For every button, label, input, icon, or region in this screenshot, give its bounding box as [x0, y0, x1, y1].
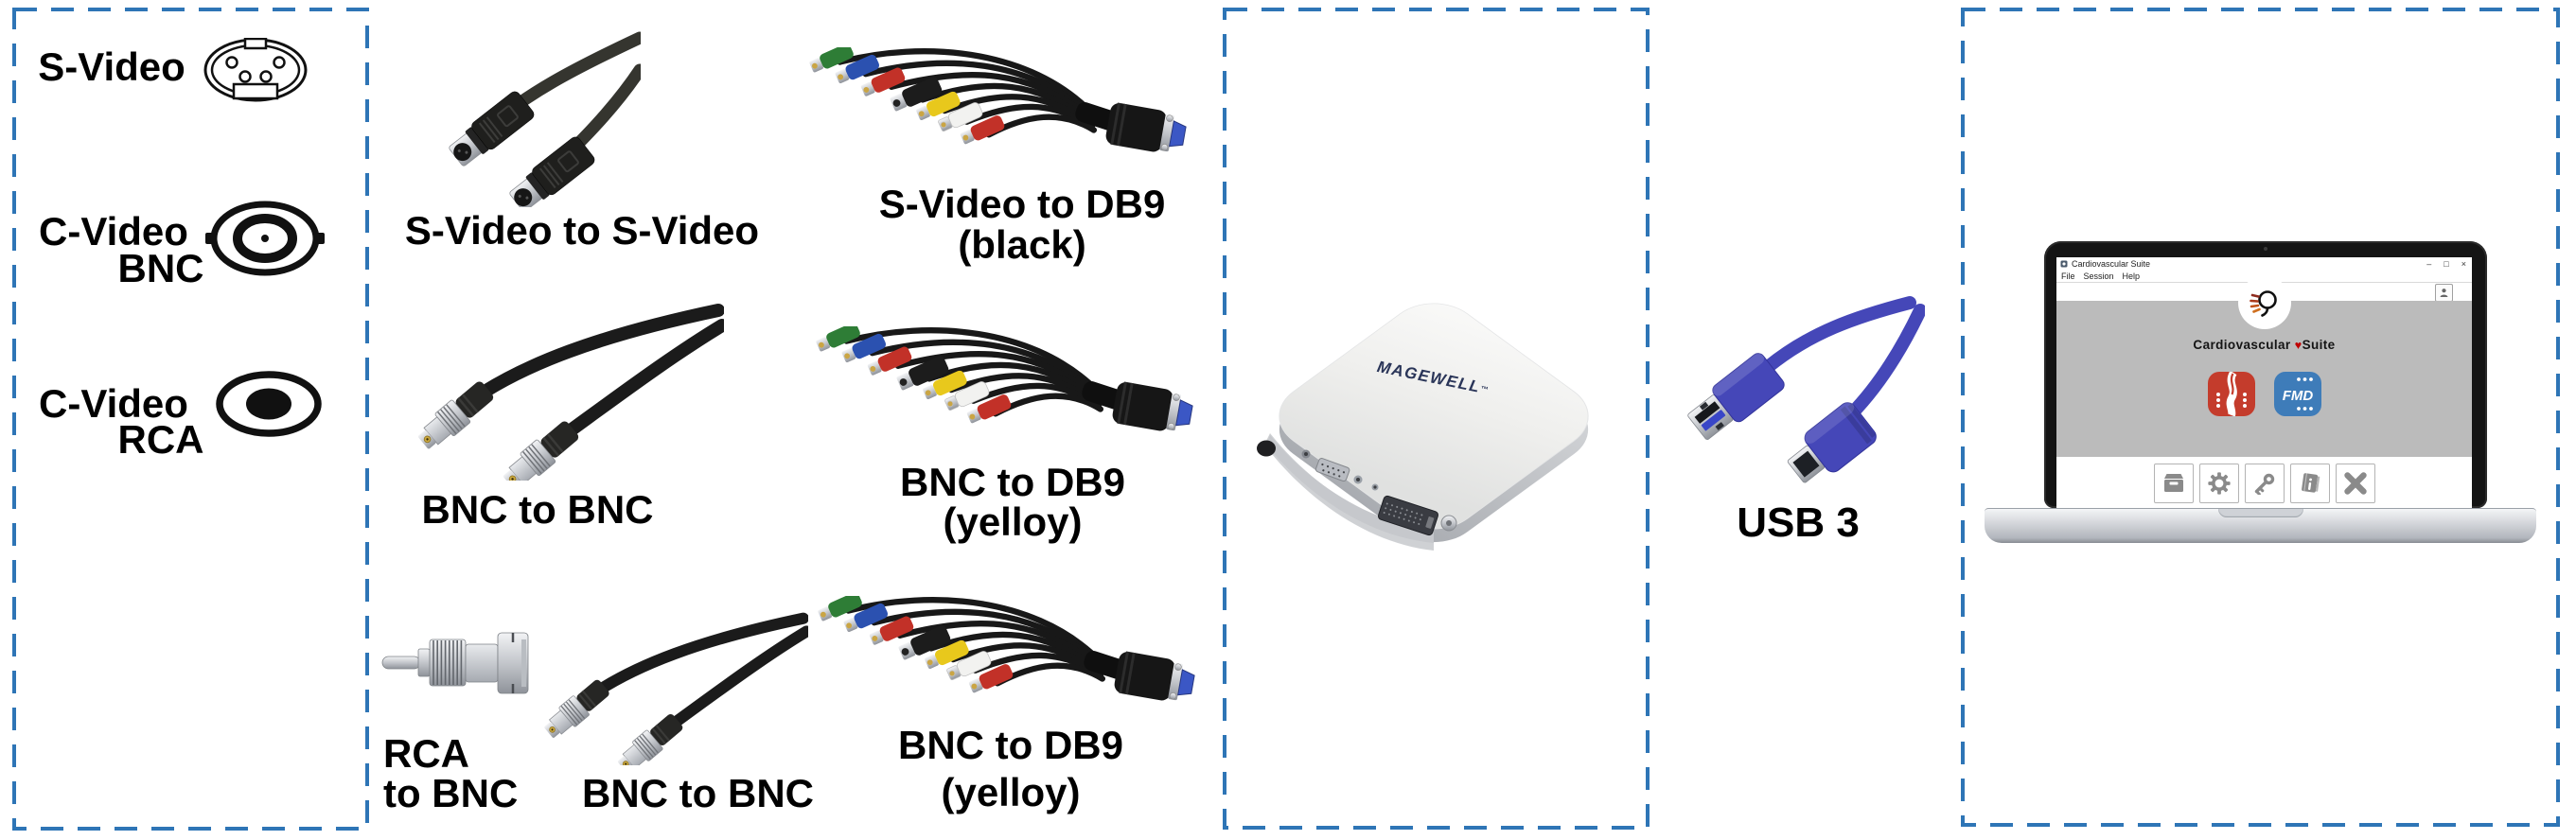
webcam-icon: [2264, 247, 2267, 251]
banner-title-left: Cardiovascular: [2193, 338, 2291, 352]
edid-knob-icon: [1257, 440, 1276, 457]
manual-book-icon: [2301, 473, 2320, 493]
magewell-trademark: ™: [1480, 384, 1490, 394]
license-key-button: [2244, 464, 2285, 503]
legend-label-cvideo-bnc-line2: BNC: [117, 246, 204, 290]
menu-file: File: [2061, 271, 2075, 281]
exit-x-icon: [2343, 472, 2367, 495]
label-bnc-to-db9-bottom-line1: BNC to DB9: [898, 723, 1123, 767]
bnc-to-db9-photo-middle: [795, 326, 1196, 459]
label-bnc-to-db9-middle-line1: BNC to DB9: [900, 460, 1125, 504]
laptop-base-notch: [2217, 509, 2303, 517]
usb3-cable-photo: [1687, 296, 1925, 483]
usb-b-plug: [1787, 402, 1877, 483]
laptop-panel-border: [1961, 8, 2560, 827]
db9-port-icon: [1314, 458, 1350, 482]
label-rca-to-bnc-line1: RCA: [383, 731, 469, 776]
probe-status-button: [2435, 284, 2453, 302]
label-rca-to-bnc-line2: to BNC: [383, 771, 519, 815]
menu-session: Session: [2083, 271, 2114, 281]
menu-help: Help: [2122, 271, 2141, 281]
window-title: Cardiovascular Suite: [2072, 259, 2151, 269]
label-usb3: USB 3: [1737, 499, 1860, 546]
label-bnc-to-db9-bottom-line2: (yelloy): [941, 770, 1081, 814]
archive-button: [2153, 464, 2194, 503]
archive-box-icon: [2163, 474, 2183, 492]
magewell-capture-device-photo: MAGEWELL ™: [1257, 303, 1589, 551]
manual-button: [2289, 464, 2330, 503]
banner-title: Cardiovascular ♥Suite: [2056, 301, 2472, 352]
bnc-to-bnc-photo-bottom: [522, 610, 808, 765]
window-titlebar: Cardiovascular Suite – □ ×: [2056, 257, 2472, 271]
capture-device-panel-border: [1223, 8, 1650, 830]
banner-title-right: Suite: [2302, 338, 2336, 352]
label-svideo-to-svideo: S-Video to S-Video: [404, 208, 760, 253]
rca-to-bnc-adapter-photo: [381, 632, 529, 694]
exit-button: [2335, 464, 2375, 503]
fmd-label: FMD: [2282, 388, 2313, 404]
svideo-to-svideo-photo: [444, 31, 641, 207]
quipu-logo-icon: [2249, 290, 2277, 317]
label-bnc-to-bnc-middle: BNC to BNC: [421, 487, 654, 532]
laptop-photo: Cardiovascular Suite – □ × File Session …: [1981, 241, 2538, 553]
legend-label-cvideo-bnc-line1: C-Video: [39, 209, 188, 254]
label-svideo-to-db9-line2: (black): [958, 222, 1086, 267]
rca-connector-icon: [216, 371, 322, 437]
laptop-base: [1985, 508, 2536, 543]
carotid-app-icon: [2207, 372, 2255, 416]
svideo-to-db9-photo: [788, 47, 1190, 180]
dvi-port-icon: [1377, 495, 1439, 536]
fmd-app-icon: FMD: [2273, 372, 2321, 416]
settings-button: [2198, 464, 2239, 503]
legend-panel-border: [12, 8, 369, 831]
label-bnc-to-db9-middle-line2: (yelloy): [943, 499, 1083, 544]
key-icon: [2254, 473, 2274, 495]
label-svideo-to-db9-line1: S-Video to DB9: [878, 182, 1166, 226]
usb-a-plug: [1687, 353, 1785, 440]
bnc-to-db9-photo-bottom: [797, 596, 1198, 728]
app-button-row: [2056, 457, 2472, 513]
logo-dome: [2237, 276, 2291, 329]
heart-icon: ♥: [2294, 339, 2303, 352]
bnc-to-bnc-photo-middle: [393, 301, 724, 481]
maximize-icon: □: [2444, 259, 2449, 269]
cardiovascular-suite-window: Cardiovascular Suite – □ × File Session …: [2056, 257, 2472, 513]
probe-status-icon: [2440, 289, 2448, 297]
minimize-icon: –: [2426, 259, 2432, 269]
bnc-connector-icon: [205, 201, 325, 276]
app-logo-icon: [2060, 260, 2068, 268]
label-bnc-to-bnc-bottom: BNC to BNC: [582, 771, 814, 815]
legend-label-cvideo-rca-line1: C-Video: [39, 381, 188, 426]
s-video-connector-icon: [203, 38, 308, 102]
legend-label-svideo: S-Video: [38, 44, 185, 89]
app-banner: Cardiovascular ♥Suite: [2056, 276, 2472, 457]
legend-label-cvideo-rca-line2: RCA: [117, 417, 204, 462]
close-icon: ×: [2461, 259, 2466, 269]
settings-gear-icon: [2207, 472, 2231, 495]
